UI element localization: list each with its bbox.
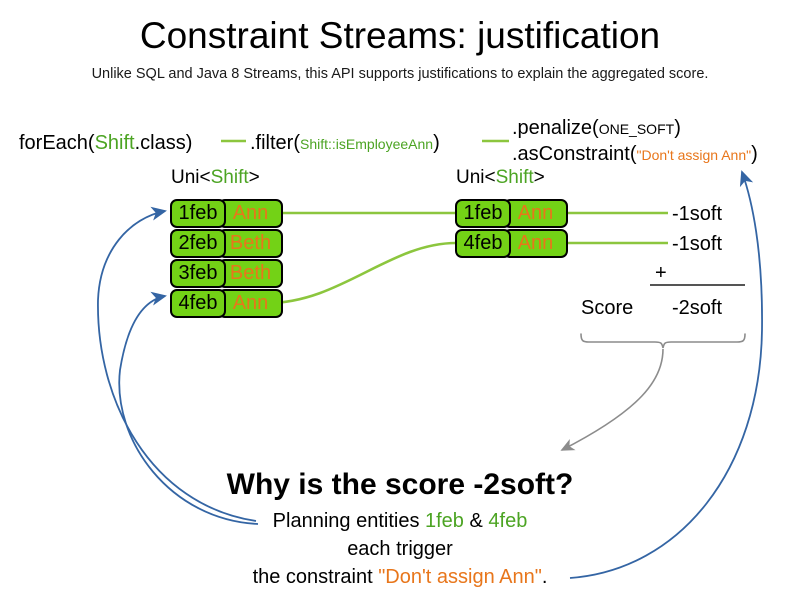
tuple-fact: 2feb <box>170 229 226 258</box>
tuple-value: Ann <box>218 289 283 318</box>
tuple-fact: 3feb <box>170 259 226 288</box>
code-foreach: forEach(Shift.class) <box>19 132 192 155</box>
code-penalize-suffix: ) <box>674 117 681 139</box>
code-as-constraint-suffix: ) <box>751 143 758 165</box>
penalty-value: -1soft <box>672 233 723 255</box>
tuple-value: Beth <box>218 229 283 258</box>
right-stream-label-suffix: > <box>533 167 545 188</box>
score-brace <box>580 333 746 349</box>
code-filter-prefix: .filter( <box>250 132 300 154</box>
code-filter: .filter(Shift::isEmployeeAnn) <box>250 132 440 155</box>
left-stream-label-prefix: Uni< <box>171 167 211 188</box>
explanation-entity-4feb: 4feb <box>488 510 528 532</box>
explanation-constraint-name: "Don't assign Ann" <box>378 566 542 588</box>
left-stream-label-type: Shift <box>210 167 249 188</box>
code-as-constraint: .asConstraint("Don't assign Ann") <box>512 143 758 166</box>
right-stream-label: Uni<Shift> <box>456 167 545 189</box>
code-filter-suffix: ) <box>433 132 440 154</box>
code-foreach-prefix: forEach( <box>19 132 95 154</box>
explanation-line-1-amp: & <box>463 510 489 532</box>
code-penalize: .penalize(ONE_SOFT) <box>512 117 681 140</box>
tuple-value: Ann <box>503 229 568 258</box>
explanation-line-2: each trigger <box>347 538 453 560</box>
code-filter-method-ref: Shift::isEmployeeAnn <box>300 136 434 152</box>
explanation-line-3-suffix: . <box>541 566 548 588</box>
score-sum-operator: + <box>655 262 667 284</box>
tuple-fact: 1feb <box>170 199 226 228</box>
explanation-line-3-prefix: the constraint <box>252 566 379 588</box>
right-stream-label-type: Shift <box>495 167 534 188</box>
code-penalize-arg: ONE_SOFT <box>598 121 675 137</box>
explanation-heading: Why is the score -2soft? <box>226 468 574 501</box>
tuple-value: Ann <box>218 199 283 228</box>
code-penalize-prefix: .penalize( <box>512 117 599 139</box>
tuple-value: Beth <box>218 259 283 288</box>
score-label: Score <box>581 297 634 319</box>
explanation-line-3: the constraint "Don't assign Ann". <box>0 566 800 589</box>
tuple-fact: 1feb <box>455 199 511 228</box>
explanation-entity-1feb: 1feb <box>425 510 464 532</box>
page-title: Constraint Streams: justification <box>139 15 661 56</box>
explanation-line-1: Planning entities 1feb & 4feb <box>0 510 800 533</box>
score-explanation-arrow <box>560 348 664 451</box>
tuple-value: Ann <box>503 199 568 228</box>
penalty-value: -1soft <box>672 203 723 225</box>
explanation-line-1-prefix: Planning entities <box>272 510 425 532</box>
page-subtitle: Unlike SQL and Java 8 Streams, this API … <box>91 66 709 82</box>
left-stream-label: Uni<Shift> <box>171 167 260 189</box>
tuple-fact: 4feb <box>170 289 226 318</box>
left-stream-label-suffix: > <box>248 167 260 188</box>
code-foreach-suffix: .class) <box>134 132 193 154</box>
score-total: -2soft <box>672 297 723 319</box>
code-foreach-type: Shift <box>94 132 135 154</box>
code-as-constraint-prefix: .asConstraint( <box>512 143 637 165</box>
tuple-fact: 4feb <box>455 229 511 258</box>
code-as-constraint-arg: "Don't assign Ann" <box>636 147 752 163</box>
right-stream-label-prefix: Uni< <box>456 167 496 188</box>
tuple-connector-4feb <box>267 241 457 305</box>
